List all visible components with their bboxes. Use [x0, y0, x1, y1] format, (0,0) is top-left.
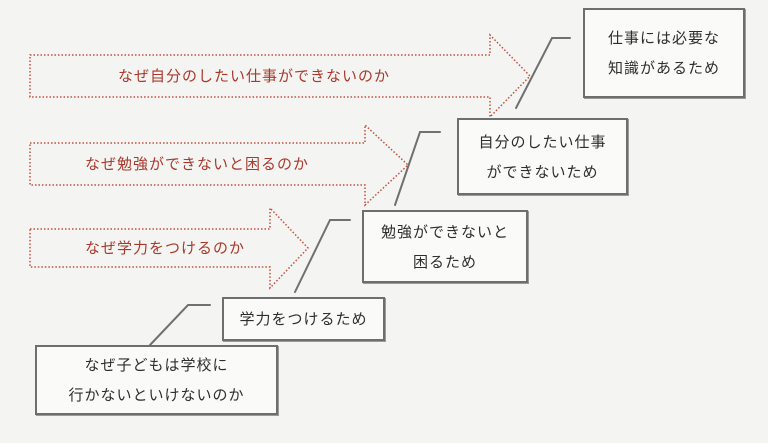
box-answer-1: 学力をつけるため: [222, 297, 385, 341]
box-text: 行かないといけないのか: [68, 386, 245, 404]
arrow-3: [29, 206, 310, 290]
box-text: なぜ子どもは学校に: [84, 356, 229, 374]
box-answer-2: 勉強ができないと 困るため: [362, 210, 528, 283]
box-text: 仕事には必要な: [607, 29, 720, 47]
question-3: なぜ学力をつけるのか: [85, 239, 246, 257]
question-2: なぜ勉強ができないと困るのか: [85, 155, 310, 173]
question-1: なぜ自分のしたい仕事ができないのか: [118, 67, 391, 85]
connector-3: [394, 131, 441, 206]
arrow-2: [29, 123, 410, 207]
box-root-question: なぜ子どもは学校に 行かないといけないのか: [35, 345, 278, 415]
box-text: 知識があるため: [607, 59, 720, 77]
box-text: 困るため: [412, 252, 477, 271]
connector-2: [294, 219, 351, 293]
box-text: 勉強ができないと: [380, 222, 509, 241]
connector-1: [149, 304, 211, 346]
box-answer-4: 仕事には必要な 知識があるため: [583, 8, 745, 98]
connector-4: [515, 37, 571, 109]
box-answer-3: 自分のしたい仕事 ができないため: [457, 118, 628, 195]
arrow-1: [29, 33, 532, 119]
box-text: ができないため: [486, 162, 599, 181]
box-text: 自分のしたい仕事: [478, 132, 607, 151]
box-text: 学力をつけるため: [239, 310, 368, 328]
